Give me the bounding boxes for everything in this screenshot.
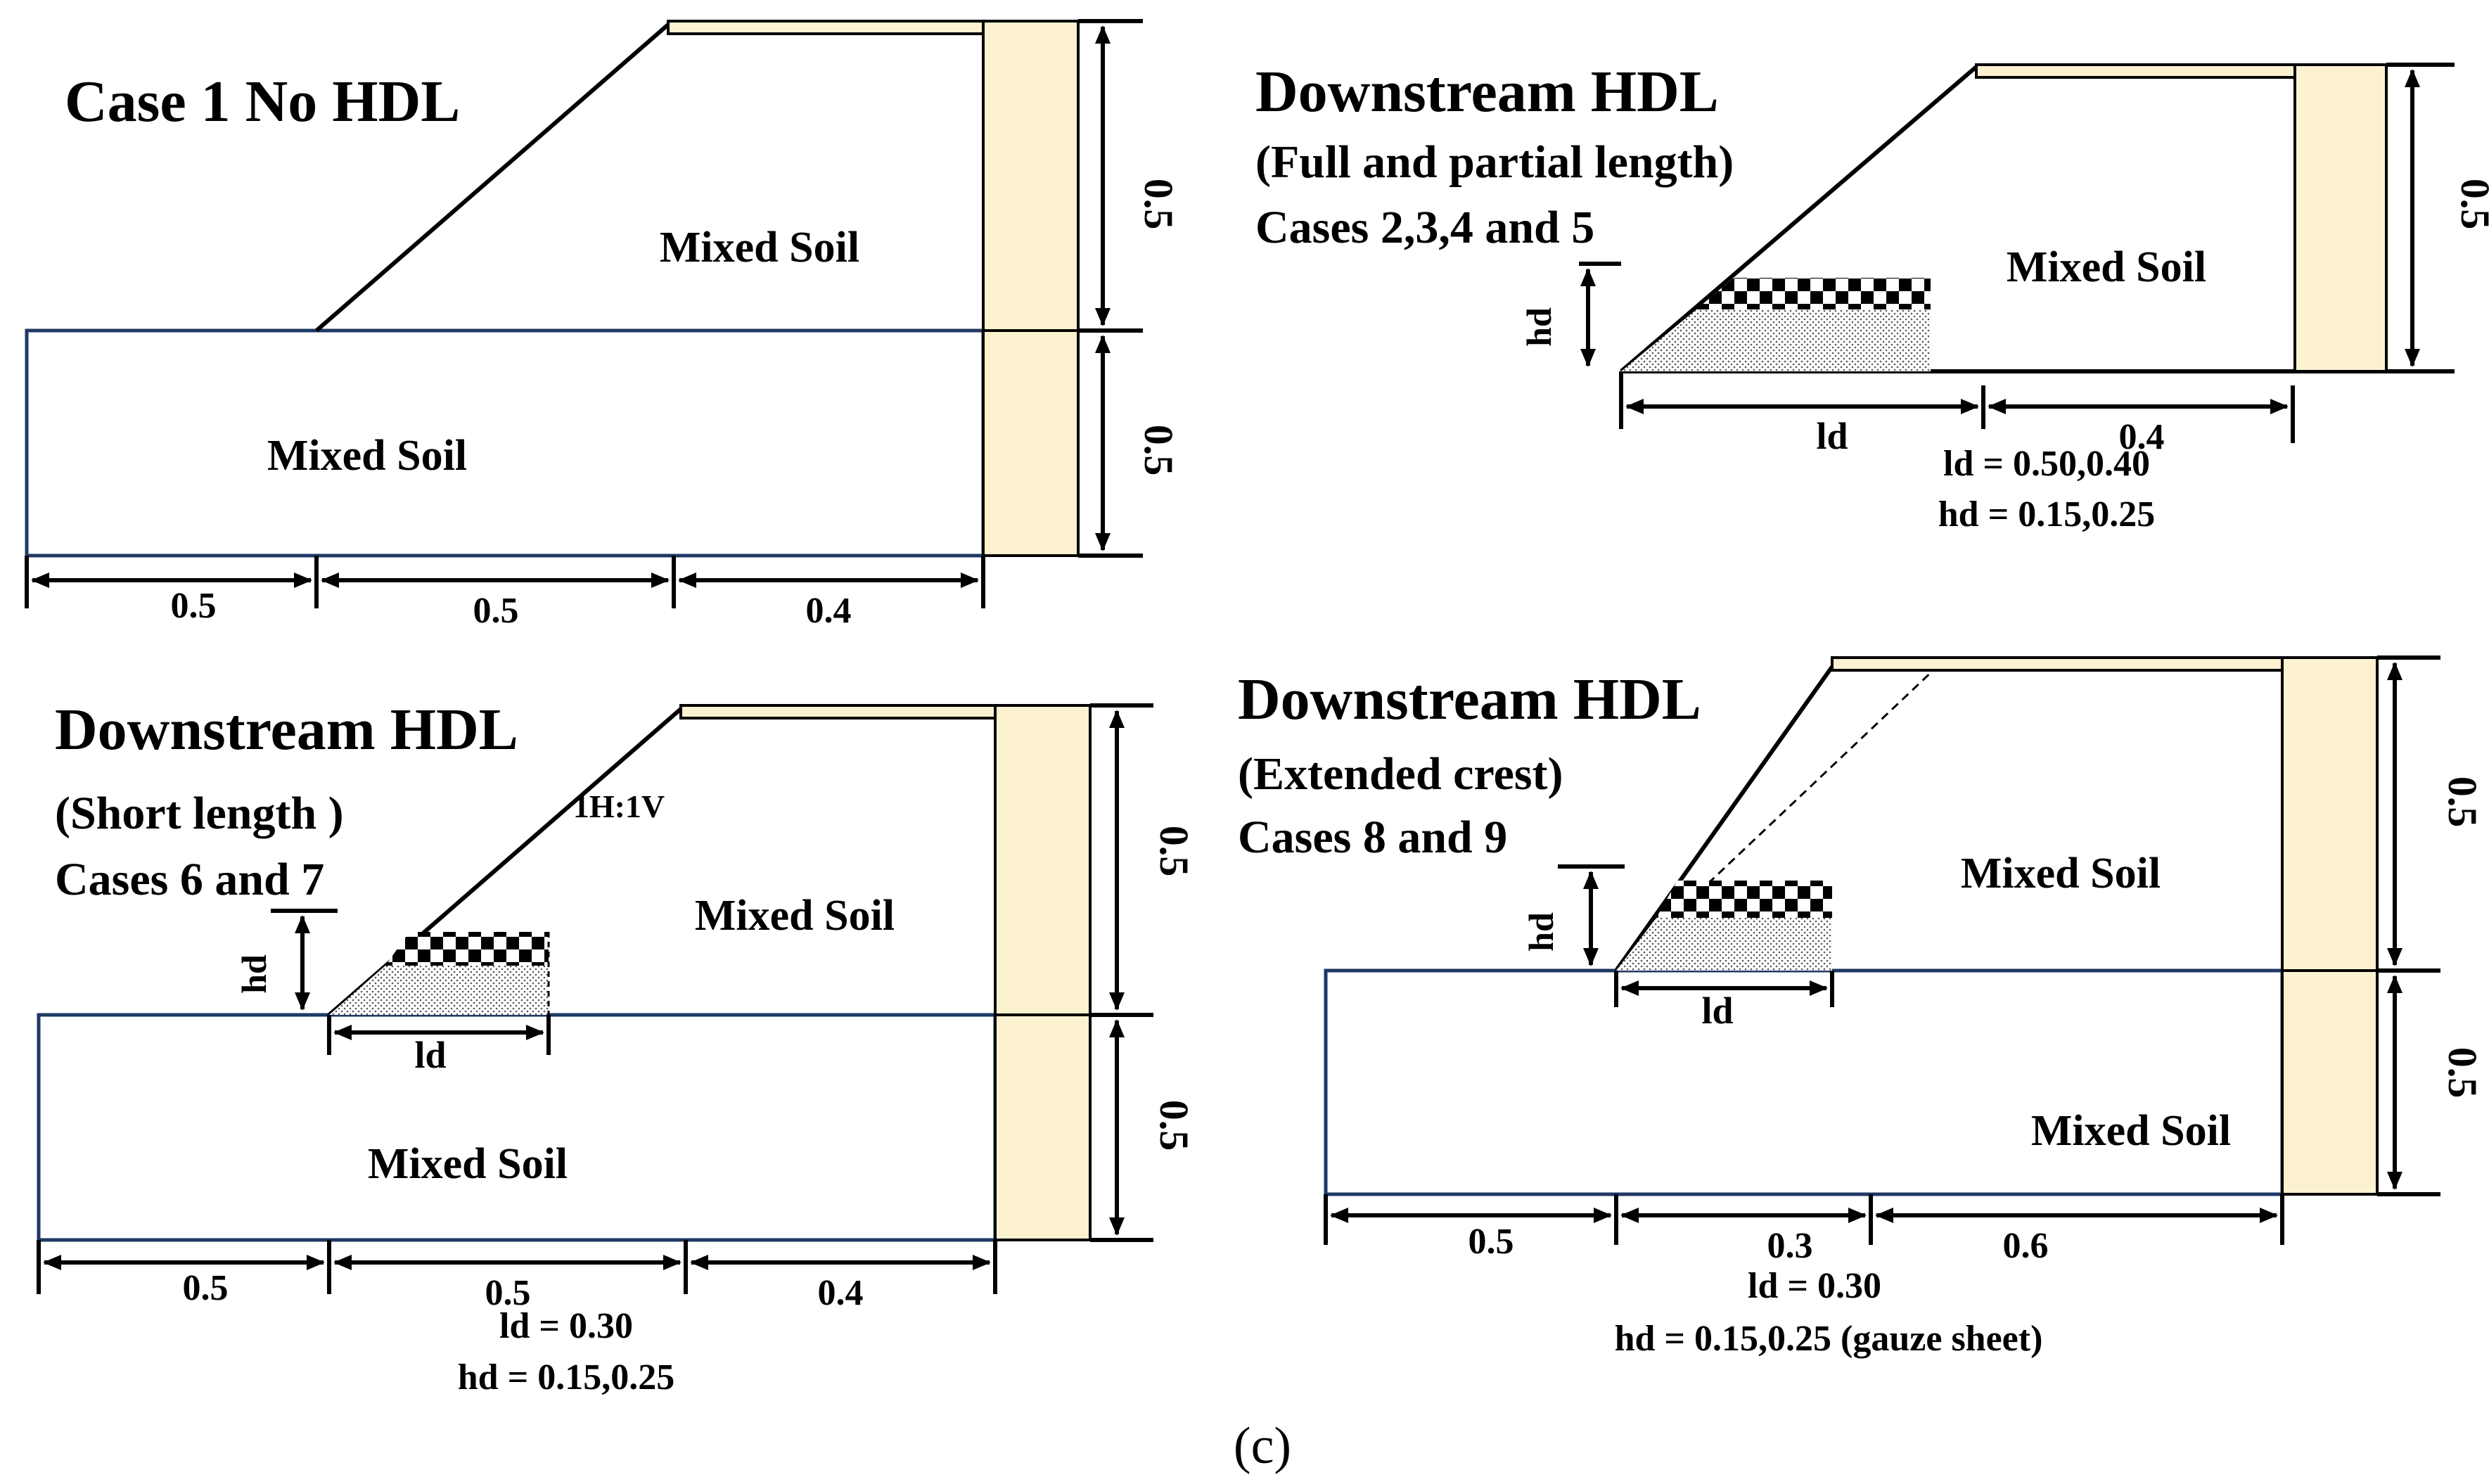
case8-9-slope-line bbox=[1614, 665, 1834, 972]
case8-9-height-upper-label: 0.5 bbox=[2440, 776, 2485, 828]
case6-7-hd-values: hd = 0.15,0.25 bbox=[458, 1357, 674, 1397]
case6-7-width-label-2: 0.5 bbox=[485, 1273, 531, 1313]
case8-9-width-label-2: 0.3 bbox=[1767, 1226, 1813, 1266]
case6-7-width-label-1: 0.5 bbox=[183, 1268, 229, 1308]
case2-5-crest-plate bbox=[1975, 63, 2298, 79]
case8-9-ld-label: ld bbox=[1701, 990, 1733, 1032]
panel-case2-5: Downstream HDL (Full and partial length)… bbox=[1255, 59, 2489, 535]
case2-5-hd-values: hd = 0.15,0.25 bbox=[1938, 494, 2155, 535]
case6-7-width-label-3: 0.4 bbox=[818, 1273, 864, 1313]
case2-5-wall bbox=[2293, 63, 2388, 373]
case8-9-lower-soil-box bbox=[1324, 968, 2284, 1196]
case8-9-cases: Cases 8 and 9 bbox=[1238, 812, 1507, 863]
case1-width-label-1: 0.5 bbox=[171, 586, 217, 626]
case8-9-upper-soil-label: Mixed Soil bbox=[1961, 850, 2161, 897]
case1-title: Case 1 No HDL bbox=[65, 69, 460, 134]
case6-7-crest-plate bbox=[679, 704, 997, 719]
case6-7-ld-label: ld bbox=[414, 1034, 446, 1076]
case1-wall-upper bbox=[982, 20, 1080, 332]
case6-7-height-upper-label: 0.5 bbox=[1151, 826, 1197, 877]
case8-9-ld-values: ld = 0.30 bbox=[1748, 1266, 1881, 1306]
panel-case8-9: Downstream HDL (Extended crest) Cases 8 … bbox=[1238, 655, 2485, 1359]
case8-9-wall-upper bbox=[2281, 656, 2379, 972]
case6-7-lower-soil-box bbox=[37, 1013, 997, 1242]
panel-case1: Case 1 No HDL Mixed Soil Mixed Soil 0.5 … bbox=[25, 19, 1182, 631]
case1-crest-plate bbox=[667, 20, 986, 35]
case6-7-drain-sand-layer bbox=[329, 966, 549, 1015]
case2-5-ld-label: ld bbox=[1816, 415, 1848, 457]
case1-width-label-3: 0.4 bbox=[806, 591, 852, 631]
case8-9-hd-label: hd bbox=[1521, 912, 1561, 952]
case6-7-hd-label: hd bbox=[234, 954, 274, 994]
case2-5-ld-values: ld = 0.50,0.40 bbox=[1943, 444, 2150, 484]
case6-7-cases: Cases 6 and 7 bbox=[55, 854, 324, 905]
case8-9-width-label-3: 0.6 bbox=[2003, 1226, 2049, 1266]
case6-7-wall-upper bbox=[994, 704, 1092, 1016]
case1-height-lower-label: 0.5 bbox=[1136, 425, 1182, 476]
case8-9-hd-values: hd = 0.15,0.25 (gauze sheet) bbox=[1615, 1319, 2043, 1359]
case2-5-soil-label: Mixed Soil bbox=[2007, 243, 2206, 291]
case1-lower-soil-label: Mixed Soil bbox=[267, 432, 467, 480]
case1-width-label-2: 0.5 bbox=[473, 591, 519, 631]
case8-9-height-lower-label: 0.5 bbox=[2440, 1047, 2485, 1099]
case6-7-slope-label: 1H:1V bbox=[573, 788, 665, 824]
panel-case6-7: Downstream HDL (Short length ) Cases 6 a… bbox=[37, 697, 1197, 1397]
case2-5-title: Downstream HDL bbox=[1255, 59, 1719, 124]
case8-9-crest-plate bbox=[1831, 656, 2284, 672]
case8-9-lower-soil-label: Mixed Soil bbox=[2031, 1107, 2231, 1155]
case6-7-upper-soil-label: Mixed Soil bbox=[695, 892, 895, 940]
case8-9-title: Downstream HDL bbox=[1238, 667, 1701, 732]
case1-height-upper-label: 0.5 bbox=[1136, 179, 1182, 230]
case6-7-subtitle: (Short length ) bbox=[55, 788, 344, 839]
case6-7-title: Downstream HDL bbox=[55, 697, 518, 762]
case6-7-height-lower-label: 0.5 bbox=[1151, 1100, 1197, 1151]
case6-7-wall-lower bbox=[994, 1013, 1092, 1241]
case1-lower-soil-box bbox=[25, 328, 985, 558]
case1-slope-line bbox=[315, 23, 670, 333]
case8-9-wall-lower bbox=[2281, 969, 2379, 1196]
case2-5-slope-line bbox=[1620, 65, 1978, 373]
case1-wall-lower bbox=[982, 329, 1080, 557]
case2-5-cases: Cases 2,3,4 and 5 bbox=[1255, 202, 1594, 253]
case2-5-subtitle: (Full and partial length) bbox=[1255, 136, 1734, 188]
figure-caption: (c) bbox=[1234, 1417, 1291, 1475]
case8-9-drain-sand-layer bbox=[1616, 918, 1832, 971]
case2-5-width-label: 0.4 bbox=[2119, 417, 2165, 457]
case6-7-ld-values: ld = 0.30 bbox=[499, 1306, 633, 1346]
case2-5-hd-label: hd bbox=[1519, 307, 1559, 347]
case8-9-subtitle: (Extended crest) bbox=[1238, 748, 1563, 800]
case6-7-lower-soil-label: Mixed Soil bbox=[368, 1140, 568, 1188]
case8-9-width-label-1: 0.5 bbox=[1469, 1222, 1514, 1262]
case2-5-height-label: 0.5 bbox=[2452, 179, 2489, 230]
case2-5-drain-sand-layer bbox=[1621, 309, 1931, 371]
case8-9-drain-gravel-layer bbox=[1656, 881, 1832, 918]
case1-upper-soil-label: Mixed Soil bbox=[660, 224, 859, 271]
case2-5-drain-gravel-layer bbox=[1696, 278, 1931, 309]
case6-7-drain-gravel-layer bbox=[385, 932, 549, 966]
